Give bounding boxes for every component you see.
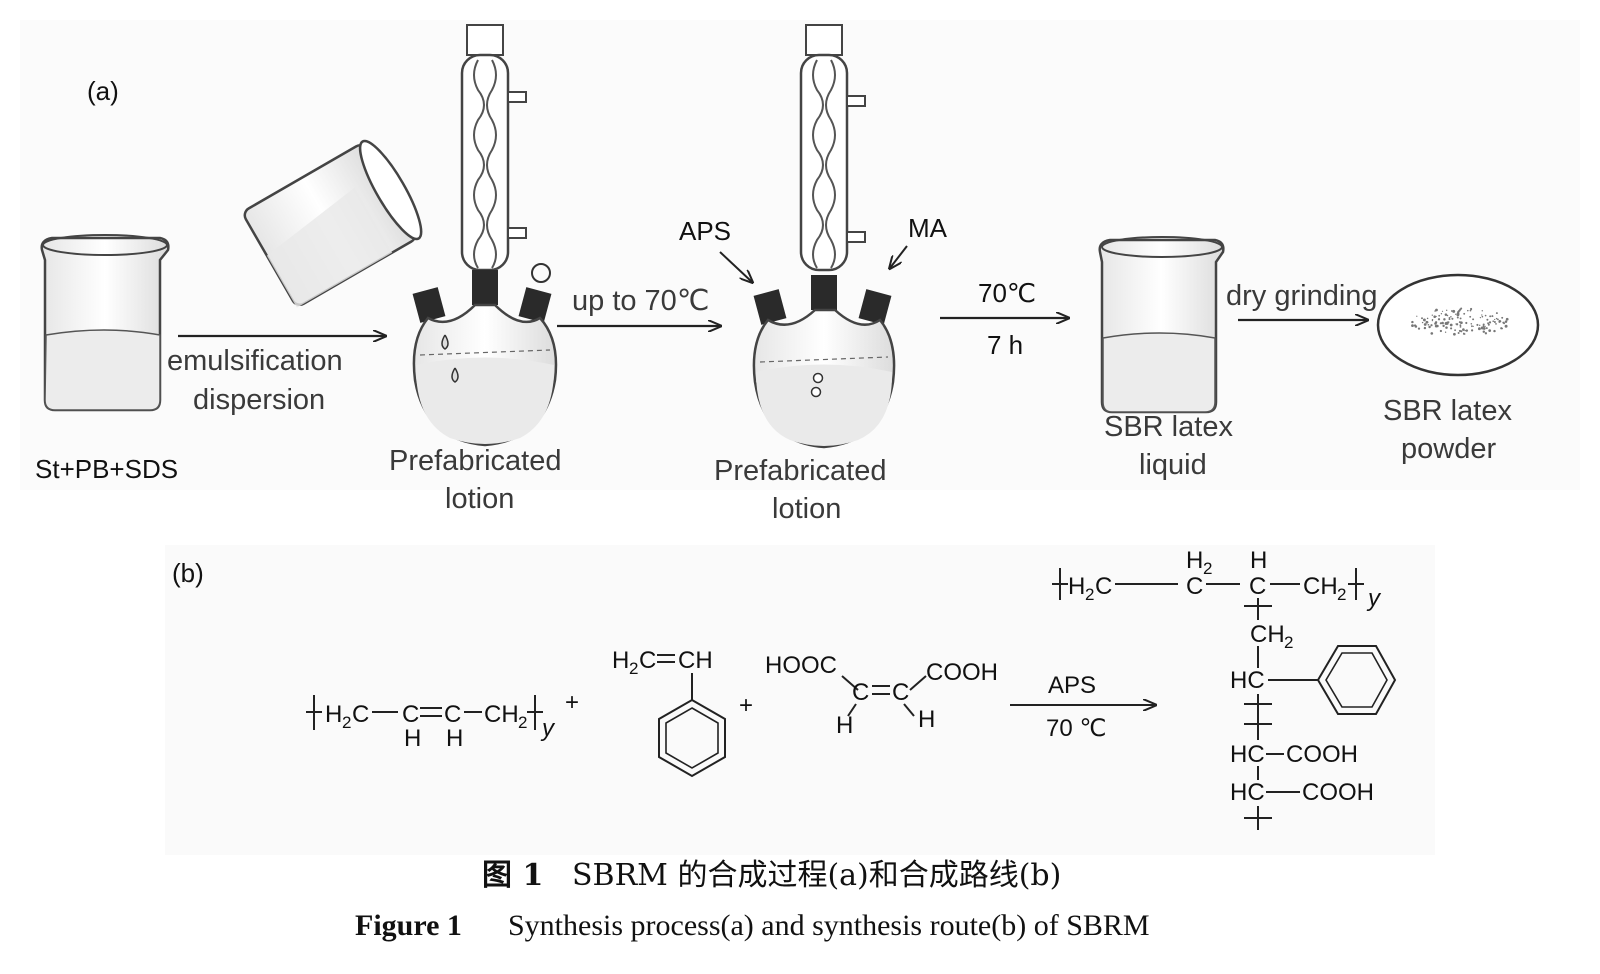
svg-text:HC: HC — [1230, 741, 1265, 768]
maleic-acid-structure: HOOC C C COOH H H — [765, 652, 998, 739]
flask2-label-line2: lotion — [772, 493, 841, 525]
svg-text:C: C — [1095, 573, 1112, 600]
svg-text:H: H — [446, 725, 463, 752]
svg-text:C: C — [852, 679, 869, 706]
ma-arrow — [890, 245, 908, 268]
beaker-icon — [40, 234, 170, 412]
flask-condenser-icon — [752, 24, 896, 449]
svg-text:HOOC: HOOC — [765, 652, 837, 679]
reaction-arrow-top-label: APS — [1048, 672, 1096, 699]
svg-text:HC: HC — [1230, 667, 1265, 694]
svg-text:CH: CH — [484, 701, 519, 728]
flask-condenser-icon — [412, 24, 558, 447]
flask1-label-line2: lotion — [445, 483, 514, 515]
petri-dish-icon — [1376, 273, 1540, 377]
svg-text:+: + — [565, 689, 579, 716]
svg-text:2: 2 — [1085, 585, 1094, 604]
svg-text:CH: CH — [1303, 573, 1338, 600]
svg-text:+: + — [739, 692, 753, 719]
svg-text:H: H — [836, 712, 853, 739]
beaker2-label-line1: SBR latex — [1104, 411, 1233, 443]
svg-text:2: 2 — [1284, 633, 1293, 652]
flask1-label-line1: Prefabricated — [389, 445, 562, 477]
svg-text:C: C — [1186, 573, 1203, 600]
beaker-icon — [1098, 236, 1225, 414]
svg-text:C: C — [402, 701, 419, 728]
reactants-label: St+PB+SDS — [35, 454, 178, 484]
svg-text:y: y — [540, 715, 556, 742]
step1-label-line2: dispersion — [193, 384, 325, 416]
step4-label: dry grinding — [1226, 280, 1378, 312]
svg-text:H: H — [918, 706, 935, 733]
svg-text:H: H — [404, 725, 421, 752]
svg-text:C: C — [1249, 573, 1266, 600]
svg-text:H: H — [325, 701, 342, 728]
step3-temp-label: 70℃ — [978, 278, 1036, 308]
svg-text:H: H — [1250, 547, 1267, 574]
caption-zh-label: 图 1 — [482, 858, 543, 893]
svg-text:CH: CH — [1250, 621, 1285, 648]
svg-text:CH: CH — [678, 647, 713, 674]
svg-text:C: C — [352, 701, 369, 728]
reaction-arrow-bottom-label: 70 ℃ — [1046, 715, 1106, 742]
svg-text:y: y — [1366, 585, 1382, 612]
caption-en-text: Synthesis process(a) and synthesis route… — [508, 909, 1150, 942]
svg-text:C: C — [444, 701, 461, 728]
svg-text:2: 2 — [342, 713, 351, 732]
panel-b-label: (b) — [172, 558, 204, 588]
aps-arrow — [719, 251, 752, 282]
ma-label: MA — [908, 213, 948, 243]
svg-text:H: H — [612, 647, 629, 674]
svg-text:HC: HC — [1230, 779, 1265, 806]
aps-label: APS — [679, 216, 731, 246]
svg-text:C: C — [639, 647, 656, 674]
svg-text:H: H — [1068, 573, 1085, 600]
svg-text:COOH: COOH — [926, 659, 998, 686]
svg-text:C: C — [892, 679, 909, 706]
svg-text:COOH: COOH — [1302, 779, 1374, 806]
caption-en-label: Figure 1 — [355, 909, 462, 942]
svg-text:2: 2 — [1337, 585, 1346, 604]
panel-b-background — [165, 545, 1435, 855]
step2-label: up to 70℃ — [572, 285, 709, 317]
caption-zh-text: SBRM 的合成过程(a)和合成路线(b) — [572, 858, 1061, 893]
svg-text:2: 2 — [1203, 559, 1212, 578]
svg-text:COOH: COOH — [1286, 741, 1358, 768]
step3-time-label: 7 h — [987, 330, 1023, 360]
dish-label-line2: powder — [1401, 433, 1496, 465]
step1-label-line1: emulsification — [167, 345, 343, 377]
svg-text:2: 2 — [518, 713, 527, 732]
dish-label-line1: SBR latex — [1383, 395, 1512, 427]
pouring-beaker-icon — [243, 139, 423, 308]
svg-text:H: H — [1186, 547, 1203, 574]
beaker2-label-line2: liquid — [1139, 449, 1207, 481]
flask2-label-line1: Prefabricated — [714, 455, 887, 487]
svg-text:2: 2 — [629, 659, 638, 678]
panel-a-label: (a) — [87, 76, 119, 106]
